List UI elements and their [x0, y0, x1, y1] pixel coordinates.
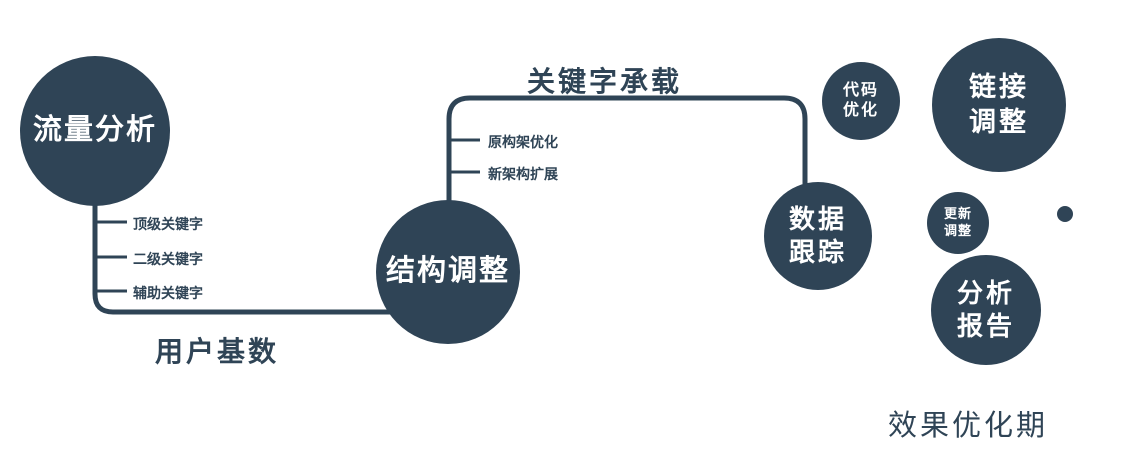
node-code-optimization: 代码 优化 — [822, 62, 900, 140]
node-traffic-analysis: 流量分析 — [20, 56, 170, 206]
phase-label-effect-optimization: 效果优化期 — [888, 410, 1049, 442]
branch-label-auxiliary-keyword: 辅助关键字 — [133, 285, 203, 301]
dot-marker — [1057, 206, 1073, 222]
node-update-adjustment: 更新 调整 — [927, 192, 989, 254]
edge-label-user-base: 用户基数 — [155, 336, 280, 367]
branch-label-original-architecture: 原构架优化 — [488, 134, 558, 150]
connector-top-path — [446, 95, 808, 272]
node-structure-adjustment: 结构调整 — [376, 200, 520, 344]
branch-label-top-keyword: 顶级关键字 — [133, 216, 203, 232]
edge-label-keyword-carrying: 关键字承载 — [527, 66, 683, 97]
branch-label-new-architecture: 新架构扩展 — [488, 166, 558, 182]
node-analysis-report: 分析 报告 — [931, 255, 1041, 365]
node-link-adjustment: 链接 调整 — [932, 38, 1066, 172]
node-data-tracking: 数据 跟踪 — [764, 182, 872, 290]
branch-label-secondary-keyword: 二级关键字 — [133, 251, 203, 267]
connector-left-path — [92, 131, 449, 315]
